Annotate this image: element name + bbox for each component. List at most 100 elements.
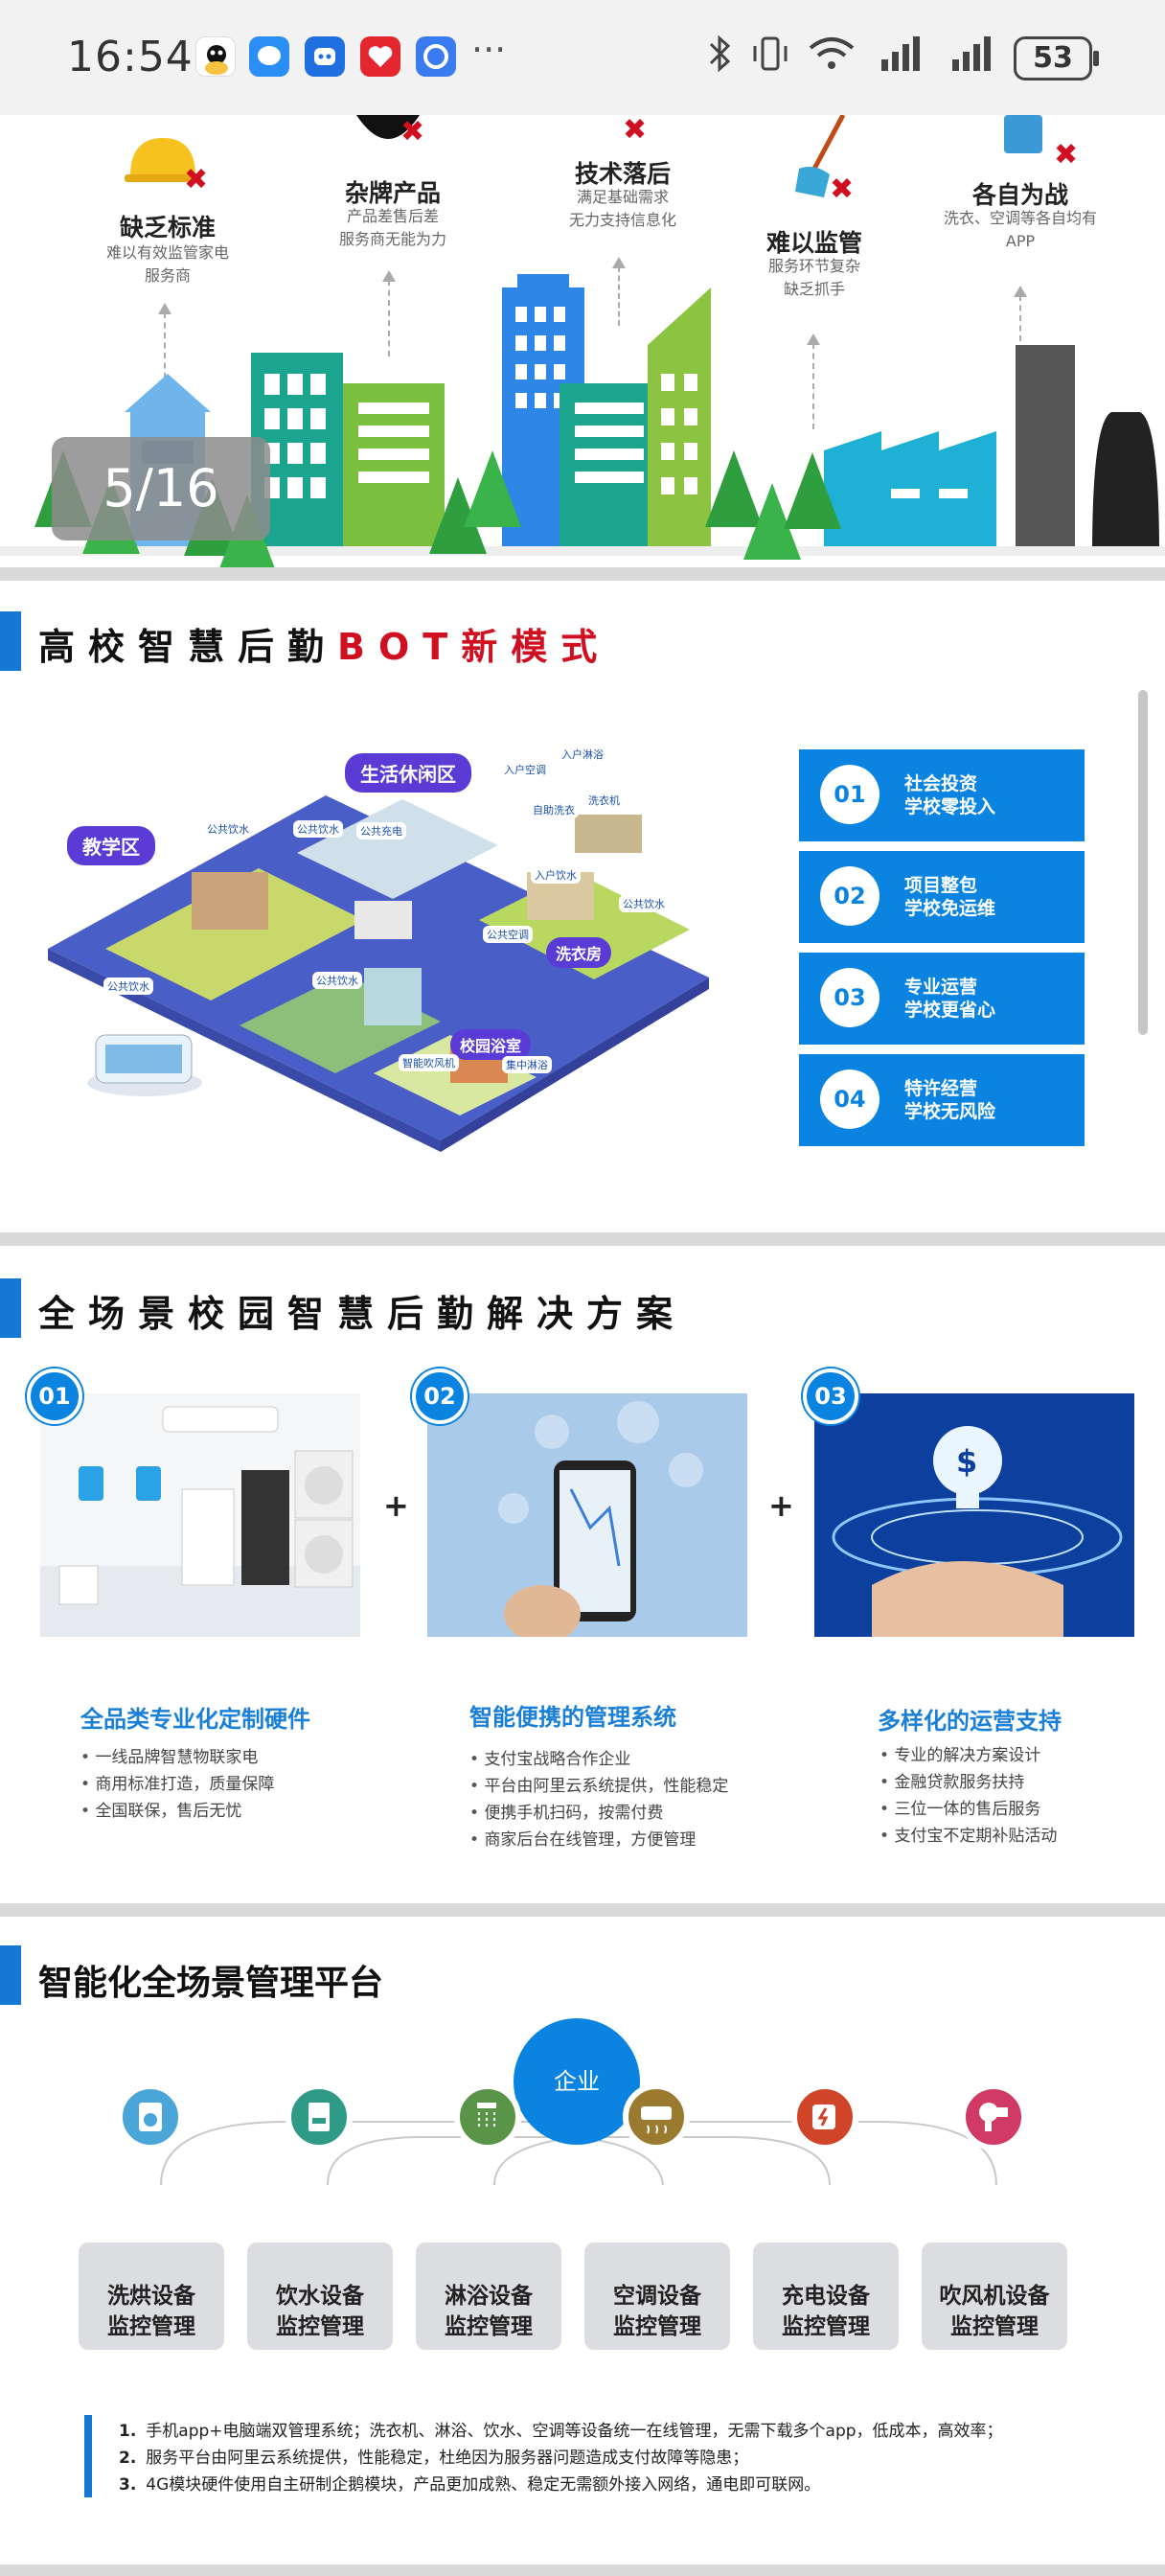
plus-sign: +	[768, 1487, 794, 1524]
bot-item: 02 项目整包学校免运维	[799, 851, 1085, 943]
map-label: 公共饮水	[293, 820, 343, 838]
pavilion-building	[82, 1006, 207, 1106]
dashed-line	[812, 343, 814, 429]
problem-title: 杂牌产品	[344, 179, 441, 207]
cross-icon: ✖	[1054, 138, 1079, 172]
problem-sub: 服务环节复杂缺乏抓手	[767, 257, 860, 298]
status-bar: 16:54 ··· 53	[0, 0, 1165, 115]
map-label: 公共饮水	[312, 972, 362, 989]
dashed-line	[164, 312, 166, 399]
bullet: 平台由阿里云系统提供，性能稳定	[469, 1773, 728, 1800]
solution-bullets: 支付宝战略合作企业 平台由阿里云系统提供，性能稳定 便携手机扫码，按需付费 商家…	[469, 1746, 728, 1853]
bot-item: 04 特许经营学校无风险	[799, 1054, 1085, 1146]
air-conditioner-icon	[623, 2083, 690, 2150]
bluetooth-icon	[705, 33, 734, 84]
bullet: 三位一体的售后服务	[879, 1796, 1057, 1823]
problem-title: 缺乏标准	[119, 214, 216, 242]
up-arrow	[382, 270, 396, 282]
bullet: 专业的解决方案设计	[879, 1742, 1057, 1769]
platform-notes: 1.手机app+电脑端双管理系统；洗衣机、淋浴、饮水、空调等设备统一在线管理，无…	[84, 2415, 1100, 2497]
device-card-ac: 空调设备监控管理	[584, 2242, 730, 2350]
bot-item-text: 项目整包学校免运维	[904, 875, 996, 919]
operations-support-image: $	[814, 1393, 1134, 1637]
section-title-bot: 高校智慧后勤BOT新模式	[38, 626, 611, 668]
problem-sub: 产品差售后差服务商无能为力	[338, 207, 446, 248]
map-label: 公共充电	[356, 822, 406, 840]
map-label: 入户淋浴	[558, 746, 607, 763]
up-arrow	[158, 303, 171, 314]
cross-icon: ✖	[400, 115, 425, 149]
shower-icon	[454, 2083, 521, 2150]
note-item: 3.4G模块硬件使用自主研制企鹅模块，产品更加成熟、稳定无需额外接入网络，通电即…	[119, 2475, 821, 2495]
dashed-line	[1019, 295, 1021, 381]
bot-item: 03 专业运营学校更省心	[799, 953, 1085, 1045]
map-label: 自助洗衣	[529, 801, 579, 818]
section-divider	[0, 2564, 1165, 2576]
device-card-charger: 充电设备监控管理	[753, 2242, 899, 2350]
map-tag-study: 教学区	[67, 826, 155, 865]
section-divider	[0, 567, 1165, 581]
device-label: 吹风机设备监控管理	[939, 2284, 1050, 2339]
management-system-image	[427, 1393, 747, 1637]
note-item: 2.服务平台由阿里云系统提供，性能稳定，杜绝因为服务器问题造成支付故障等隐患；	[119, 2449, 749, 2468]
map-label: 公共空调	[483, 926, 533, 943]
device-card-water: 饮水设备监控管理	[247, 2242, 393, 2350]
cross-icon: ✖	[830, 172, 855, 206]
problems-banner: ✖ 缺乏标准 难以有效监管家电服务商 ✖ 杂牌产品 产品差售后差服务商无能为力 …	[0, 115, 1165, 575]
solution-bullets: 专业的解决方案设计 金融贷款服务扶持 三位一体的售后服务 支付宝不定期补贴活动	[879, 1742, 1057, 1850]
bullet: 商家后台在线管理，方便管理	[469, 1827, 728, 1853]
dashed-line	[388, 280, 390, 356]
mop-icon	[786, 115, 862, 205]
map-tag-bath: 校园浴室	[450, 1029, 532, 1060]
svg-text:$: $	[956, 1443, 977, 1480]
note-item: 1.手机app+电脑端双管理系统；洗衣机、淋浴、饮水、空调等设备统一在线管理，无…	[119, 2422, 1003, 2441]
bot-item-number: 01	[820, 765, 879, 824]
more-notifications: ···	[471, 29, 507, 71]
section-accent-bar	[0, 611, 21, 671]
bullet: 支付宝不定期补贴活动	[879, 1823, 1057, 1850]
bullet: 一线品牌智慧物联家电	[80, 1744, 274, 1771]
map-label: 入户空调	[500, 761, 550, 778]
map-label: 洗衣机	[584, 792, 624, 809]
scrollbar[interactable]	[1138, 690, 1148, 1035]
battery-indicator: 53	[1014, 36, 1099, 80]
heart-app-icon	[360, 36, 400, 77]
bot-item: 01 社会投资学校零投入	[799, 749, 1085, 841]
problem-title: 技术落后	[574, 160, 671, 188]
bullet: 支付宝战略合作企业	[469, 1746, 728, 1773]
device-card-washer: 洗烘设备监控管理	[79, 2242, 224, 2350]
bot-item-text: 专业运营学校更省心	[904, 977, 996, 1021]
city-illustration	[0, 274, 1165, 556]
section-divider	[0, 1903, 1165, 1917]
map-label: 公共饮水	[619, 895, 669, 912]
signal-icon-2	[948, 33, 1002, 84]
cross-icon: ✖	[184, 163, 209, 196]
page-indicator: 5/16	[52, 437, 270, 540]
map-tag-laundry: 洗衣房	[546, 937, 612, 968]
device-label: 洗烘设备监控管理	[107, 2284, 195, 2339]
solution-title: 多样化的运营支持	[878, 1708, 1062, 1735]
device-label: 空调设备监控管理	[613, 2284, 701, 2339]
map-label: 入户饮水	[531, 866, 581, 884]
map-tag-leisure: 生活休闲区	[345, 753, 471, 793]
solution-title: 智能便携的管理系统	[469, 1704, 676, 1731]
map-label: 公共饮水	[203, 820, 253, 838]
tree	[784, 452, 841, 529]
solution-number: 01	[27, 1368, 82, 1424]
wifi-icon	[807, 33, 857, 84]
helmet-icon	[125, 132, 201, 194]
device-label: 饮水设备监控管理	[276, 2284, 364, 2339]
problem-title: 各自为战	[971, 181, 1068, 209]
solution-number: 03	[803, 1368, 858, 1424]
browser-icon	[416, 36, 456, 77]
plus-sign: +	[383, 1487, 409, 1524]
vibrate-icon	[749, 33, 791, 84]
bot-item-number: 04	[820, 1070, 879, 1129]
map-label: 公共饮水	[103, 978, 153, 995]
bullet: 商用标准打造，质量保障	[80, 1771, 274, 1798]
bot-item-number: 02	[820, 866, 879, 926]
device-label: 淋浴设备监控管理	[445, 2284, 533, 2339]
tree	[464, 450, 521, 527]
dashed-line	[618, 266, 620, 326]
solution-bullets: 一线品牌智慧物联家电 商用标准打造，质量保障 全国联保，售后无忧	[80, 1744, 274, 1825]
